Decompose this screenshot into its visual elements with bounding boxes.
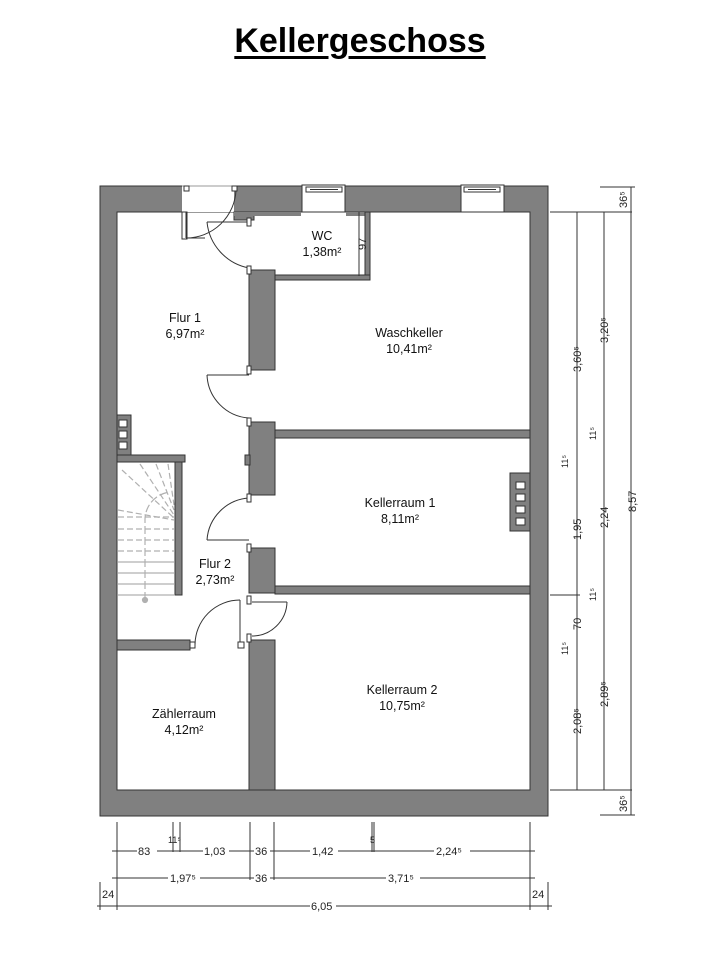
- left-chimney: [116, 414, 186, 596]
- kellerraum2-door-swing: [251, 601, 288, 637]
- svg-text:36⁵: 36⁵: [618, 795, 630, 812]
- room-zaehlerraum-name: Zählerraum: [152, 707, 216, 721]
- svg-text:1,03: 1,03: [204, 846, 225, 858]
- kellerraum1-door-swing: [206, 497, 250, 541]
- svg-text:2,24: 2,24: [599, 507, 611, 528]
- svg-text:36: 36: [255, 873, 267, 885]
- room-kellerraum1-area: 8,11m²: [381, 512, 419, 526]
- waschkeller-door-swing: [206, 374, 250, 419]
- svg-text:3,71⁵: 3,71⁵: [388, 873, 414, 885]
- wc-door-swing[interactable]: [206, 221, 250, 269]
- svg-text:3,20⁵: 3,20⁵: [599, 317, 611, 343]
- room-waschkeller-name: Waschkeller: [375, 326, 443, 340]
- wc-dimension: 97: [357, 212, 369, 276]
- svg-text:36: 36: [255, 846, 267, 858]
- plan-title: Kellergeschoss: [234, 22, 486, 60]
- svg-text:11⁵: 11⁵: [168, 835, 181, 845]
- svg-text:1,97⁵: 1,97⁵: [170, 873, 196, 885]
- svg-text:5: 5: [370, 835, 375, 845]
- room-waschkeller-area: 10,41m²: [386, 342, 432, 356]
- room-kellerraum2-area: 10,75m²: [379, 699, 425, 713]
- svg-text:3,60⁵: 3,60⁵: [572, 346, 584, 372]
- room-wc-area: 1,38m²: [303, 245, 342, 259]
- svg-text:36⁵: 36⁵: [618, 191, 630, 208]
- room-kellerraum1-name: Kellerraum 1: [365, 496, 436, 510]
- bottom-dimension-labels: 83 11⁵ 1,03 36 1,42 5 2,24⁵ 1,97⁵ 36 3,7…: [102, 835, 544, 913]
- svg-text:83: 83: [138, 846, 150, 858]
- svg-text:2,08⁵: 2,08⁵: [572, 708, 584, 734]
- room-zaehlerraum-area: 4,12m²: [165, 723, 204, 737]
- bottom-dimensions: [97, 822, 552, 910]
- room-flur1-area: 6,97m²: [166, 327, 205, 341]
- svg-text:11⁵: 11⁵: [588, 427, 598, 440]
- svg-text:97: 97: [357, 238, 369, 250]
- entrance-door-swing[interactable]: [185, 189, 237, 239]
- svg-text:6,05: 6,05: [311, 901, 332, 913]
- room-flur1-name: Flur 1: [169, 311, 201, 325]
- room-kellerraum2-name: Kellerraum 2: [367, 683, 438, 697]
- right-dimension-labels: 3,60⁵ 3,20⁵ 36⁵ 11⁵ 11⁵ 1,95 2,24 8,57 1…: [560, 191, 639, 812]
- svg-text:70: 70: [572, 618, 584, 630]
- door-swings: [194, 374, 288, 646]
- svg-text:8,57: 8,57: [627, 491, 639, 512]
- room-flur2-area: 2,73m²: [196, 573, 235, 587]
- svg-text:24: 24: [532, 889, 544, 901]
- svg-text:1,42: 1,42: [312, 846, 333, 858]
- right-chimney: [509, 472, 531, 532]
- svg-text:2,89⁵: 2,89⁵: [599, 681, 611, 707]
- corridor-walls: [116, 421, 531, 791]
- room-flur2-name: Flur 2: [199, 557, 231, 571]
- svg-text:24: 24: [102, 889, 114, 901]
- svg-text:2,24⁵: 2,24⁵: [436, 846, 462, 858]
- room-wc-name: WC: [312, 229, 333, 243]
- svg-text:11⁵: 11⁵: [588, 588, 598, 601]
- staircase: [117, 463, 175, 604]
- zaehlerraum-door-swing: [194, 599, 241, 646]
- walls: [99, 185, 549, 817]
- wc-walls: [181, 211, 371, 371]
- svg-text:11⁵: 11⁵: [560, 642, 570, 655]
- svg-text:11⁵: 11⁵: [560, 455, 570, 468]
- right-dimensions: [550, 186, 635, 816]
- top-openings: [182, 184, 505, 213]
- svg-text:1,95: 1,95: [572, 519, 584, 540]
- room-labels: WC 1,38m² Flur 1 6,97m² Waschkeller 10,4…: [152, 229, 443, 737]
